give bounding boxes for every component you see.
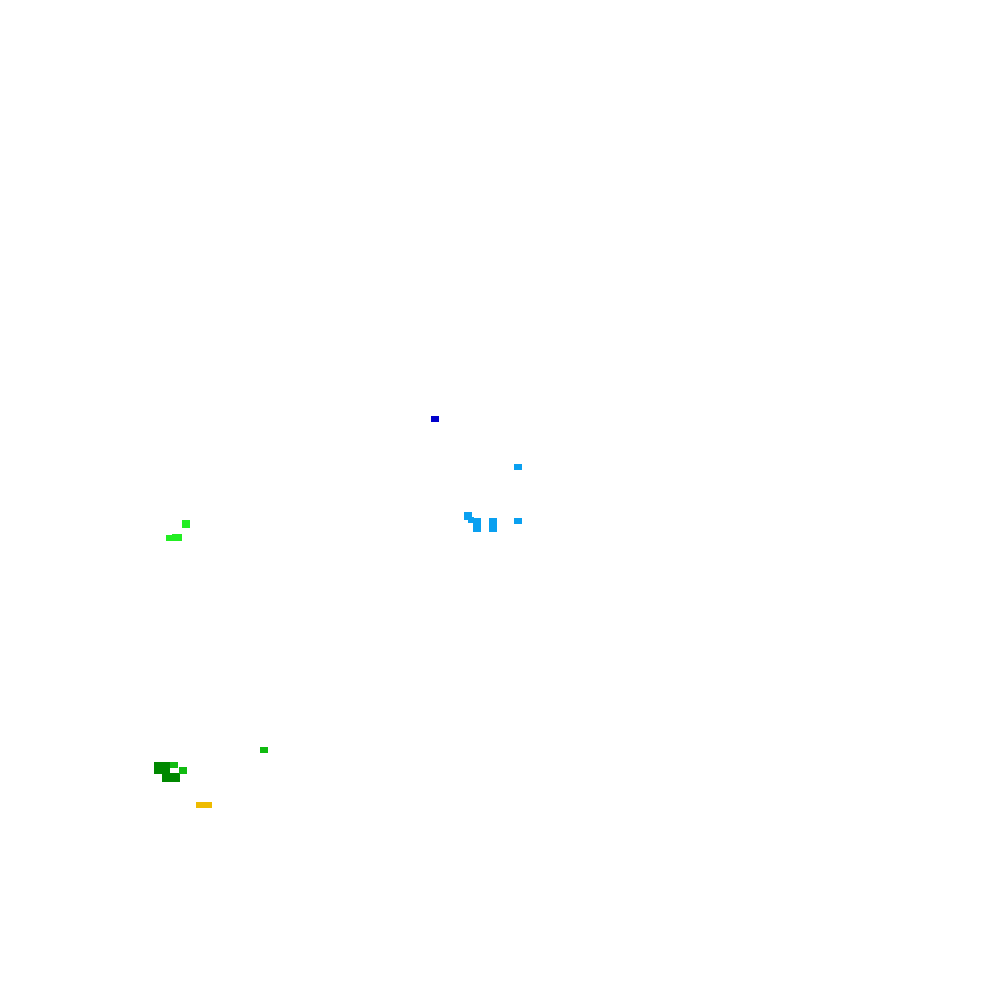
pixel (468, 517, 474, 523)
sky-blue-pixel (513, 463, 523, 471)
pixel (431, 416, 439, 422)
pixel (514, 464, 522, 470)
green-pixel (259, 746, 269, 754)
pixel (260, 747, 268, 753)
pixel (464, 512, 472, 520)
pixel (162, 767, 170, 775)
pixel (179, 767, 187, 774)
pixel (196, 802, 212, 808)
pixel (473, 518, 481, 532)
pixel (514, 518, 522, 524)
pixel (162, 762, 170, 768)
dark-green-group (152, 759, 190, 783)
sky-blue-group (462, 511, 524, 533)
pixel (172, 534, 182, 540)
yellow-pixel (195, 801, 213, 809)
pixel (154, 762, 164, 774)
dark-blue-pixel (430, 415, 440, 423)
pixel (170, 762, 178, 768)
pixel (489, 518, 497, 532)
pixel (162, 773, 180, 782)
pixel (182, 520, 190, 528)
lime-group (164, 519, 192, 543)
